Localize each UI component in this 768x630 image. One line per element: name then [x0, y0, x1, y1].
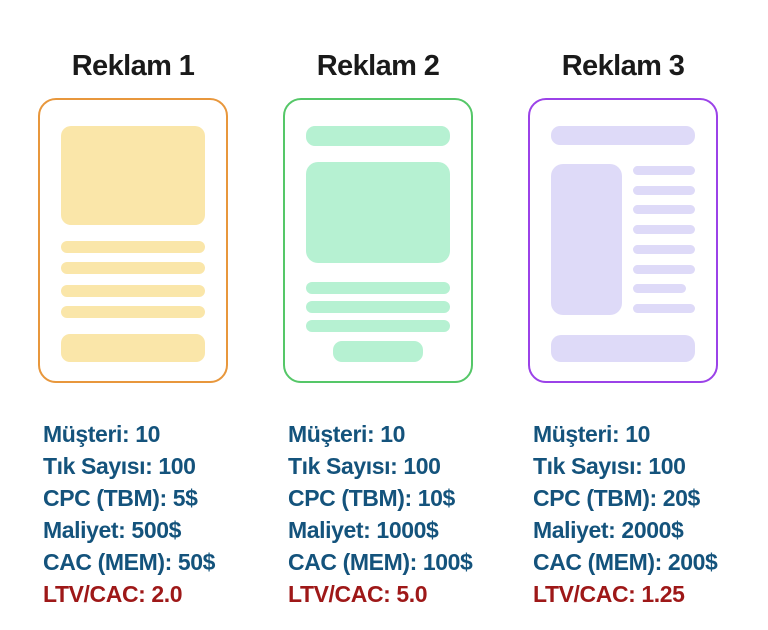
metric-maliyet: Maliyet: 2000$ — [533, 517, 684, 543]
ad-list-line-placeholder — [633, 303, 695, 313]
ad-preview-card-3 — [528, 98, 718, 383]
ad-body-row — [551, 164, 695, 315]
ad-title: Reklam 1 — [71, 50, 195, 82]
ad-header-placeholder — [551, 126, 695, 145]
ad-preview-card-2 — [283, 98, 473, 383]
metric-cpc: CPC (TBM): 10$ — [288, 485, 455, 511]
metrics-list: Müşteri: 10 Tık Sayısı: 100 CPC (TBM): 1… — [283, 418, 473, 610]
metric-cac: CAC (MEM): 50$ — [43, 549, 216, 575]
ad-header-placeholder — [306, 126, 450, 146]
ad-image-placeholder — [306, 162, 450, 263]
metric-musteri: Müşteri: 10 — [288, 421, 406, 447]
metric-cpc: CPC (TBM): 5$ — [43, 485, 198, 511]
ad-footer-placeholder — [551, 335, 695, 362]
metrics-list: Müşteri: 10 Tık Sayısı: 100 CPC (TBM): 5… — [38, 418, 228, 610]
ad-preview-card-1 — [38, 98, 228, 383]
ad-column-3: Reklam 3 Müşteri: 10 Tık Sayıs — [528, 50, 718, 610]
ad-list-line-placeholder — [633, 225, 695, 235]
ad-text-line-placeholder — [306, 320, 450, 332]
metric-musteri: Müşteri: 10 — [533, 421, 651, 447]
metric-musteri: Müşteri: 10 — [43, 421, 161, 447]
ad-text-line-placeholder — [306, 301, 450, 313]
ad-comparison-board: Reklam 1 Müşteri: 10 Tık Sayısı: 100 CPC… — [38, 50, 718, 610]
metrics-list: Müşteri: 10 Tık Sayısı: 100 CPC (TBM): 2… — [528, 418, 718, 610]
metric-tik-sayisi: Tık Sayısı: 100 — [43, 453, 196, 479]
ad-list-line-placeholder — [633, 185, 695, 195]
ad-text-line-placeholder — [61, 262, 205, 274]
metric-cac: CAC (MEM): 200$ — [533, 549, 718, 575]
ad-column-2: Reklam 2 Müşteri: 10 Tık Sayısı: 100 CPC… — [283, 50, 473, 610]
metric-ltv-cac: LTV/CAC: 1.25 — [533, 581, 685, 607]
metric-cac: CAC (MEM): 100$ — [288, 549, 473, 575]
ad-text-line-placeholder — [61, 241, 205, 253]
ad-title: Reklam 3 — [561, 50, 685, 82]
metric-ltv-cac: LTV/CAC: 2.0 — [43, 581, 183, 607]
ad-column-1: Reklam 1 Müşteri: 10 Tık Sayısı: 100 CPC… — [38, 50, 228, 610]
ad-image-placeholder — [61, 126, 205, 225]
ad-text-line-placeholder — [61, 285, 205, 297]
metric-ltv-cac: LTV/CAC: 5.0 — [288, 581, 428, 607]
ad-text-line-placeholder — [306, 282, 450, 294]
metric-maliyet: Maliyet: 1000$ — [288, 517, 439, 543]
ad-list-line-placeholder — [633, 264, 695, 274]
ad-list-line-placeholder — [633, 166, 695, 175]
ad-list-line-placeholder — [633, 284, 686, 294]
metric-maliyet: Maliyet: 500$ — [43, 517, 181, 543]
ad-sidebar-image-placeholder — [551, 164, 622, 315]
ad-footer-placeholder — [61, 334, 205, 362]
ad-cta-button-placeholder — [333, 341, 423, 362]
metric-cpc: CPC (TBM): 20$ — [533, 485, 700, 511]
ad-list-lines — [633, 164, 695, 315]
ad-list-line-placeholder — [633, 205, 695, 215]
ad-title: Reklam 2 — [316, 50, 440, 82]
metric-tik-sayisi: Tık Sayısı: 100 — [288, 453, 441, 479]
ad-list-line-placeholder — [633, 244, 695, 254]
metric-tik-sayisi: Tık Sayısı: 100 — [533, 453, 686, 479]
ad-text-line-placeholder — [61, 306, 205, 318]
